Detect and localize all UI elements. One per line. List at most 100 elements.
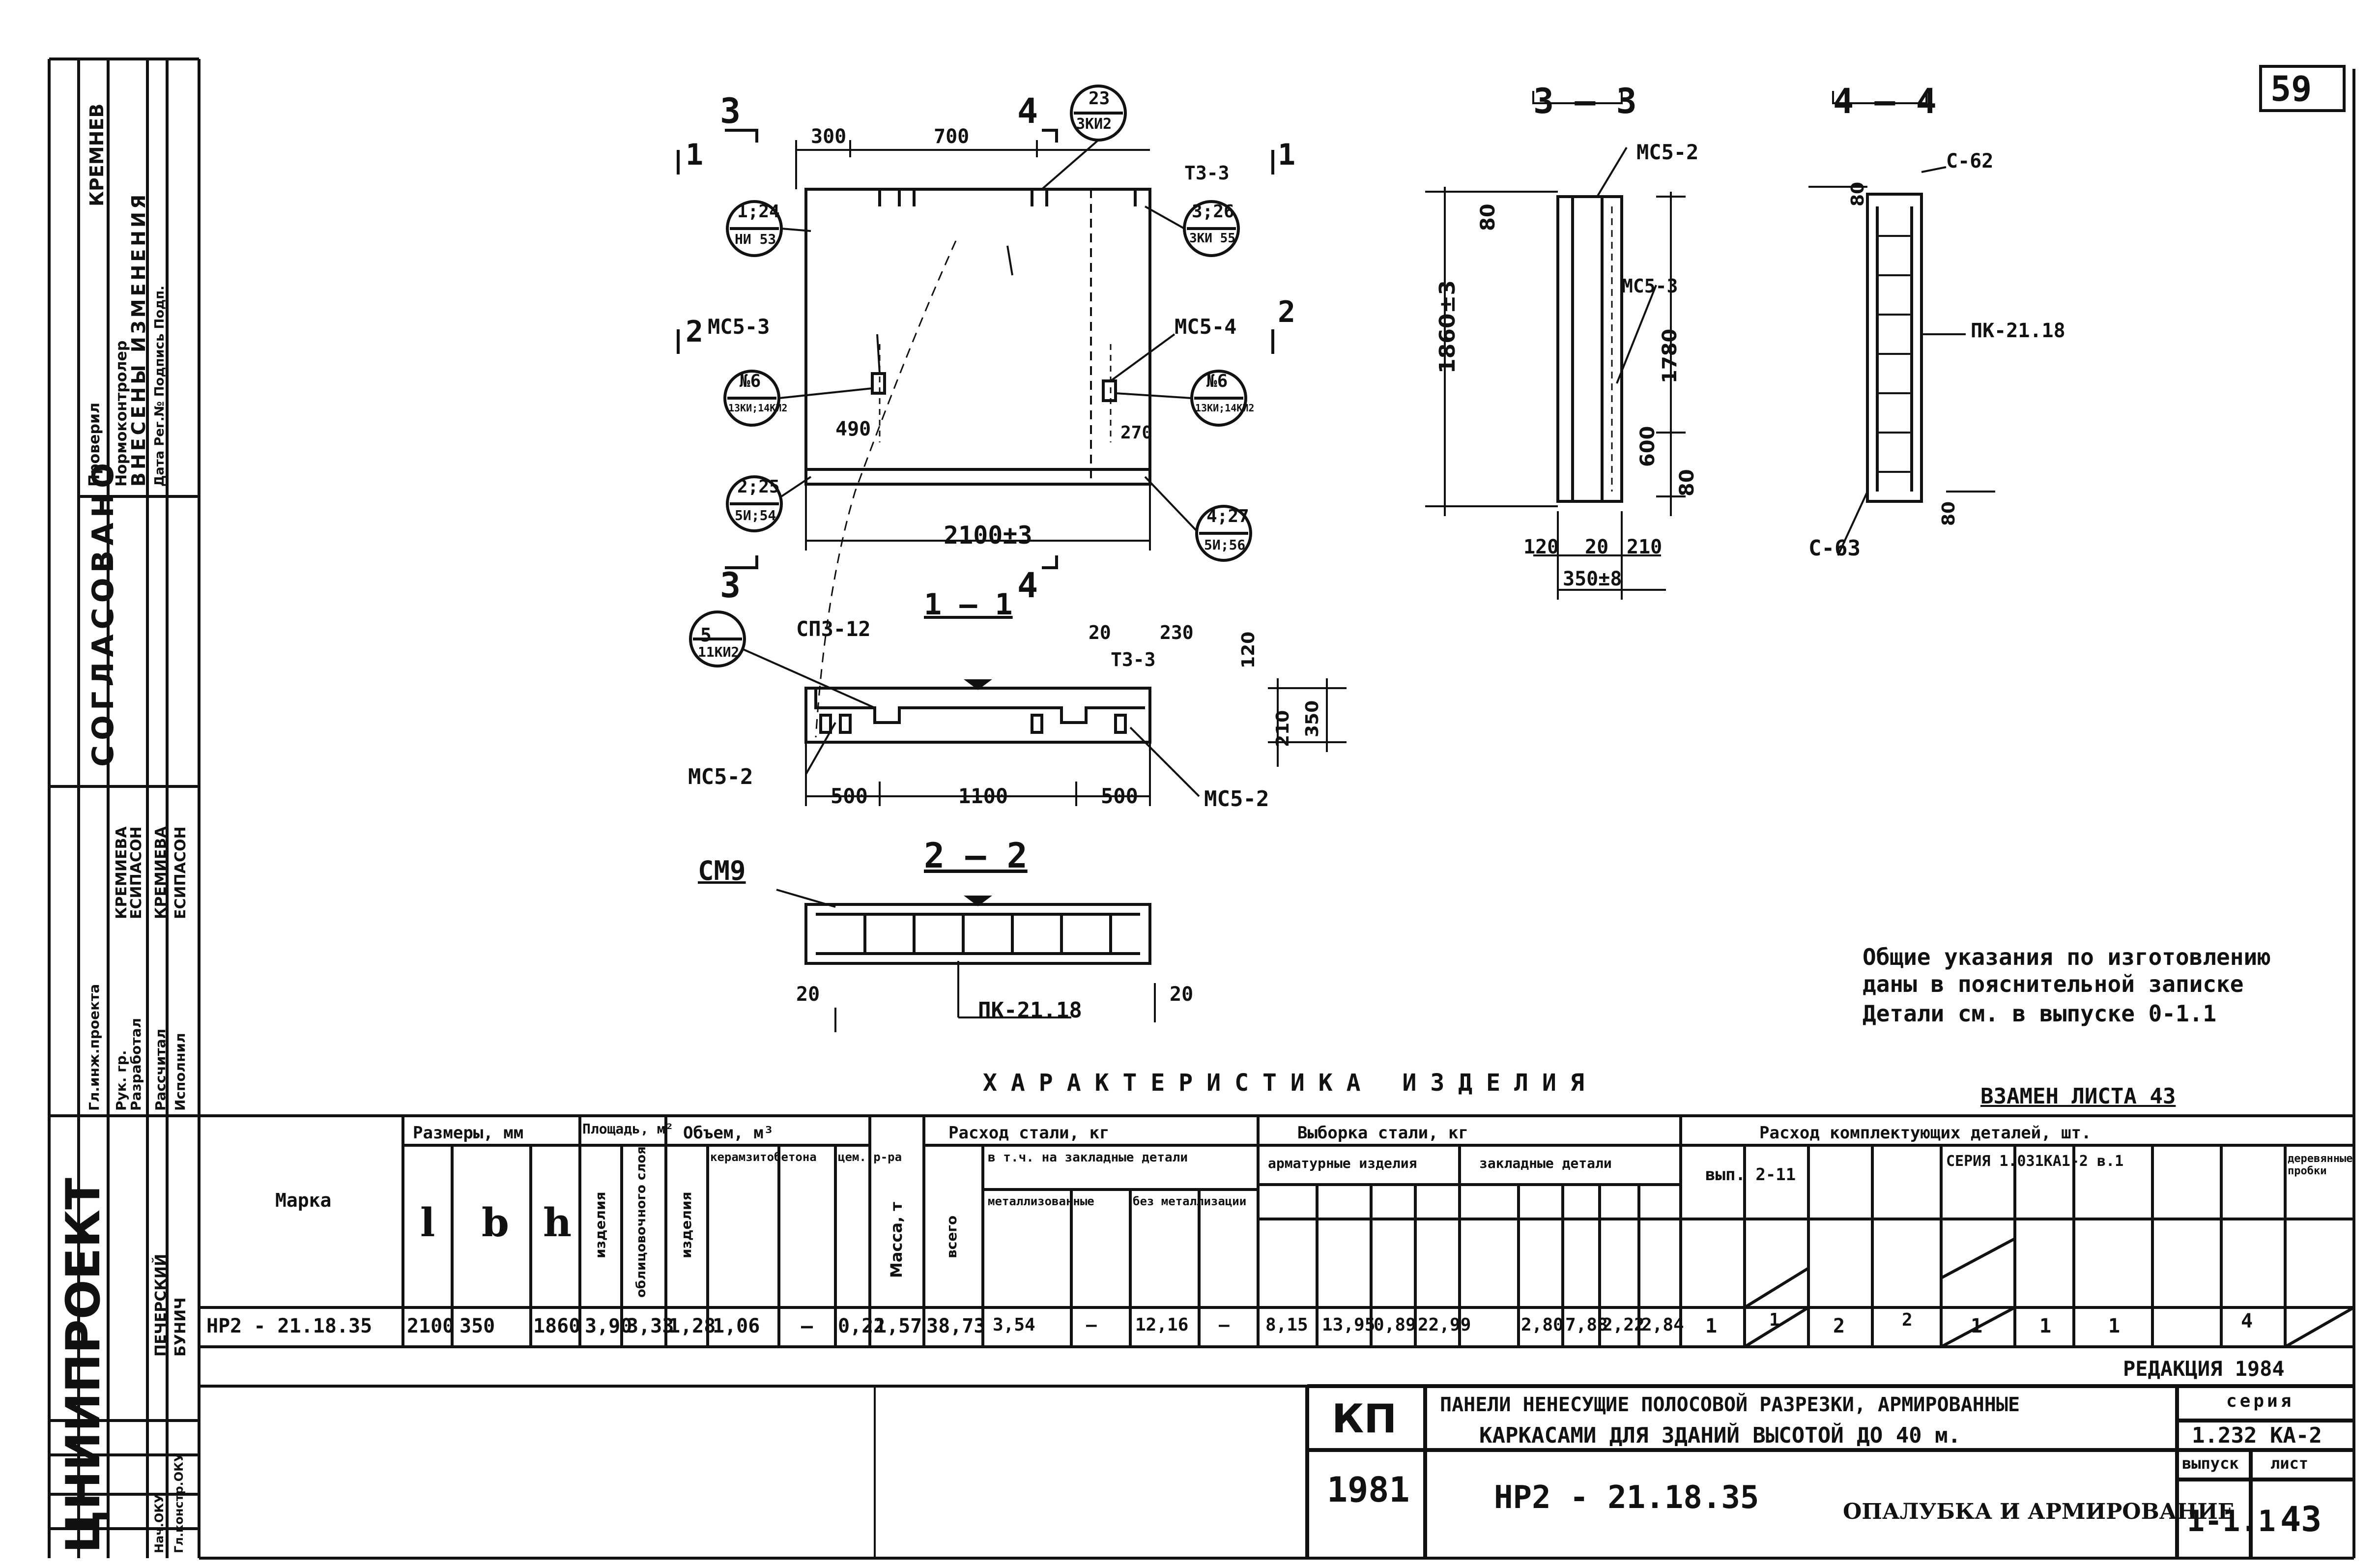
- facade-view: [677, 85, 1274, 738]
- cell-comp-c62: 1: [1769, 1310, 1780, 1330]
- header-vyp-2-11: вып. 2-11: [1705, 1165, 1796, 1185]
- role-rasschital: Рассчитал: [152, 1028, 169, 1111]
- header-steel-total: всего: [944, 1215, 960, 1258]
- header-series-1031: СЕРИЯ 1.031КА1-2 в.1: [1946, 1153, 2124, 1170]
- name-esipason-1: ЕСИПАСОН: [128, 826, 145, 919]
- cell-comp-sp3: 2: [1833, 1315, 1845, 1337]
- callout-427-bottom: 5И;56: [1204, 537, 1246, 553]
- note-line-2: даны в пояснительной записке: [1863, 971, 2244, 997]
- role-ruk-gr: Рук. гр.: [113, 1050, 129, 1111]
- header-selection-arm: арматурные изделия: [1268, 1155, 1417, 1171]
- header-wood-plugs: деревянные пробки: [2288, 1153, 2353, 1177]
- dim-120-33: 120: [1523, 536, 1559, 558]
- dim-210: 210: [1273, 710, 1293, 747]
- header-steel-nonmetallized: без металлизации: [1133, 1194, 1247, 1208]
- label-c-62: С-62: [1946, 150, 1994, 173]
- table-title: ХАРАКТЕРИСТИКА ИЗДЕЛИЯ: [983, 1069, 1598, 1097]
- name-pecherskiy: ПЕЧЕРСКИЙ: [152, 1253, 170, 1357]
- section-mark-4-bottom: 4: [1017, 565, 1038, 606]
- label-mc5-2-right: МС5-2: [1204, 786, 1269, 812]
- callout-124-top: 1;24: [737, 202, 780, 222]
- name-bunich: БУНИЧ: [172, 1297, 189, 1357]
- dim-80-44-bottom: 80: [1939, 501, 1959, 526]
- dim-1780: 1780: [1659, 328, 1681, 383]
- name-esipason-2: ЕСИПАСОН: [172, 826, 189, 919]
- callout-6b-top: №6: [1206, 371, 1228, 391]
- dim-500-right: 500: [1101, 784, 1138, 808]
- dim-20-33: 20: [1585, 536, 1609, 558]
- callout-23-top: 23: [1089, 88, 1110, 109]
- header-steel-embedded: в т.ч. на закладные детали: [988, 1150, 1188, 1165]
- label-pk-21-18: ПК-21.18: [978, 998, 1082, 1023]
- dim-350-33: 350±8: [1563, 568, 1622, 590]
- header-area-product: изделия: [592, 1191, 608, 1258]
- dim-80-bottom: 80: [1676, 469, 1698, 496]
- header-steel-metallized: металлизованные: [988, 1194, 1094, 1208]
- callout-427-top: 4;27: [1206, 506, 1249, 526]
- tb-desc-line-2: КАРКАСАМИ ДЛЯ ЗДАНИЙ ВЫСОТОЙ ДО 40 м.: [1479, 1423, 1961, 1448]
- section-3-3: [1425, 91, 1686, 600]
- section-mark-2-right: 2: [1278, 295, 1296, 329]
- dim-20: 20: [1089, 622, 1111, 643]
- cell-volume-product: 1,28: [668, 1315, 716, 1337]
- section-2-2: [776, 889, 1156, 1032]
- cell-steel-nomet-a: 12,16: [1135, 1315, 1189, 1335]
- nach-oku-label: Нач.ОКУ: [152, 1494, 166, 1553]
- section-mark-2-left: 2: [686, 315, 704, 349]
- callout-6a-bottom: 13КИ;14КИ2: [728, 402, 788, 414]
- label-sp3-12: СП3-12: [796, 617, 871, 641]
- tb-desc-line-1: ПАНЕЛИ НЕНЕСУЩИЕ ПОЛОСОВОЙ РАЗРЕЗКИ, АРМ…: [1440, 1393, 2020, 1416]
- callout-225-top: 2;25: [737, 477, 780, 497]
- cell-area-product: 3,90: [585, 1315, 632, 1337]
- note-line-1: Общие указания по изготовлению: [1863, 944, 2271, 970]
- header-volume-product: изделия: [678, 1191, 694, 1258]
- role-gl-inzh: Гл.инж.проекта: [86, 984, 102, 1111]
- checked-label: Проверил: [86, 403, 103, 487]
- tb-type: ОПАЛУБКА И АРМИРОВАНИЕ: [1843, 1499, 2235, 1524]
- title-block-lines: [874, 1384, 2354, 1558]
- cell-b: 350: [459, 1315, 495, 1337]
- edition-label: РЕДАКЦИЯ 1984: [2123, 1357, 2285, 1381]
- tb-sheet-label: лист: [2270, 1454, 2309, 1473]
- section-4-4: [1808, 91, 1995, 556]
- dim-490: 490: [835, 418, 871, 440]
- cell-comp-wood: 4: [2241, 1310, 2253, 1333]
- label-mc5-2-33: МС5-2: [1636, 140, 1699, 164]
- cell-h: 1860: [533, 1315, 581, 1337]
- section-1-1: [689, 610, 1347, 806]
- header-steel: Расход стали, кг: [948, 1123, 1110, 1143]
- section-mark-4-top: 4: [1017, 91, 1038, 131]
- callout-225-bottom: 5И;54: [735, 507, 776, 523]
- changes-label: ВНЕСЕНЫ ИЗМЕНЕНИЯ: [128, 191, 149, 487]
- header-components: Расход комплектующих деталей, шт.: [1759, 1123, 2092, 1143]
- tb-issue-label: выпуск: [2182, 1454, 2239, 1473]
- gl-konstr-label: Гл.констр.ОКУ: [172, 1452, 186, 1553]
- dim-350: 350: [1302, 700, 1322, 737]
- cell-sel-total: 22,99: [1418, 1315, 1471, 1335]
- header-h: h: [543, 1199, 572, 1246]
- header-sizes: Размеры, мм: [413, 1123, 524, 1143]
- header-marka: Марка: [275, 1190, 332, 1211]
- section-mark-3-bottom: 3: [720, 565, 741, 606]
- label-mc5-4: МС5-4: [1175, 315, 1237, 339]
- cell-volume-ceramsite-b: —: [801, 1315, 813, 1337]
- row-marka: НР2 - 21.18.35: [206, 1315, 373, 1337]
- tb-series: 1.232 КА-2: [2192, 1423, 2322, 1448]
- callout-6a-top: №6: [740, 371, 761, 391]
- header-mass: Масса, т: [887, 1202, 906, 1278]
- callout-23-bottom: 3КИ2: [1076, 116, 1112, 133]
- header-l: l: [420, 1199, 435, 1246]
- cell-comp-pk: 1: [1705, 1315, 1718, 1337]
- cell-emb-f10: 2,22: [1602, 1315, 1645, 1335]
- label-mc5-3-33: МС5-3: [1622, 275, 1678, 297]
- header-area-facing: облицовочного слоя: [634, 1146, 649, 1298]
- header-volume: Объем, м³: [683, 1123, 774, 1143]
- tb-year: 1981: [1327, 1470, 1410, 1510]
- dim-20-right: 20: [1170, 983, 1194, 1006]
- cell-emb-d10: 7,88: [1565, 1315, 1608, 1335]
- cell-comp-cm9: 1: [2108, 1315, 2121, 1337]
- cell-steel-met-a: 3,54: [993, 1315, 1035, 1335]
- page-number: 59: [2270, 69, 2312, 109]
- dim-210-33: 210: [1627, 536, 1663, 558]
